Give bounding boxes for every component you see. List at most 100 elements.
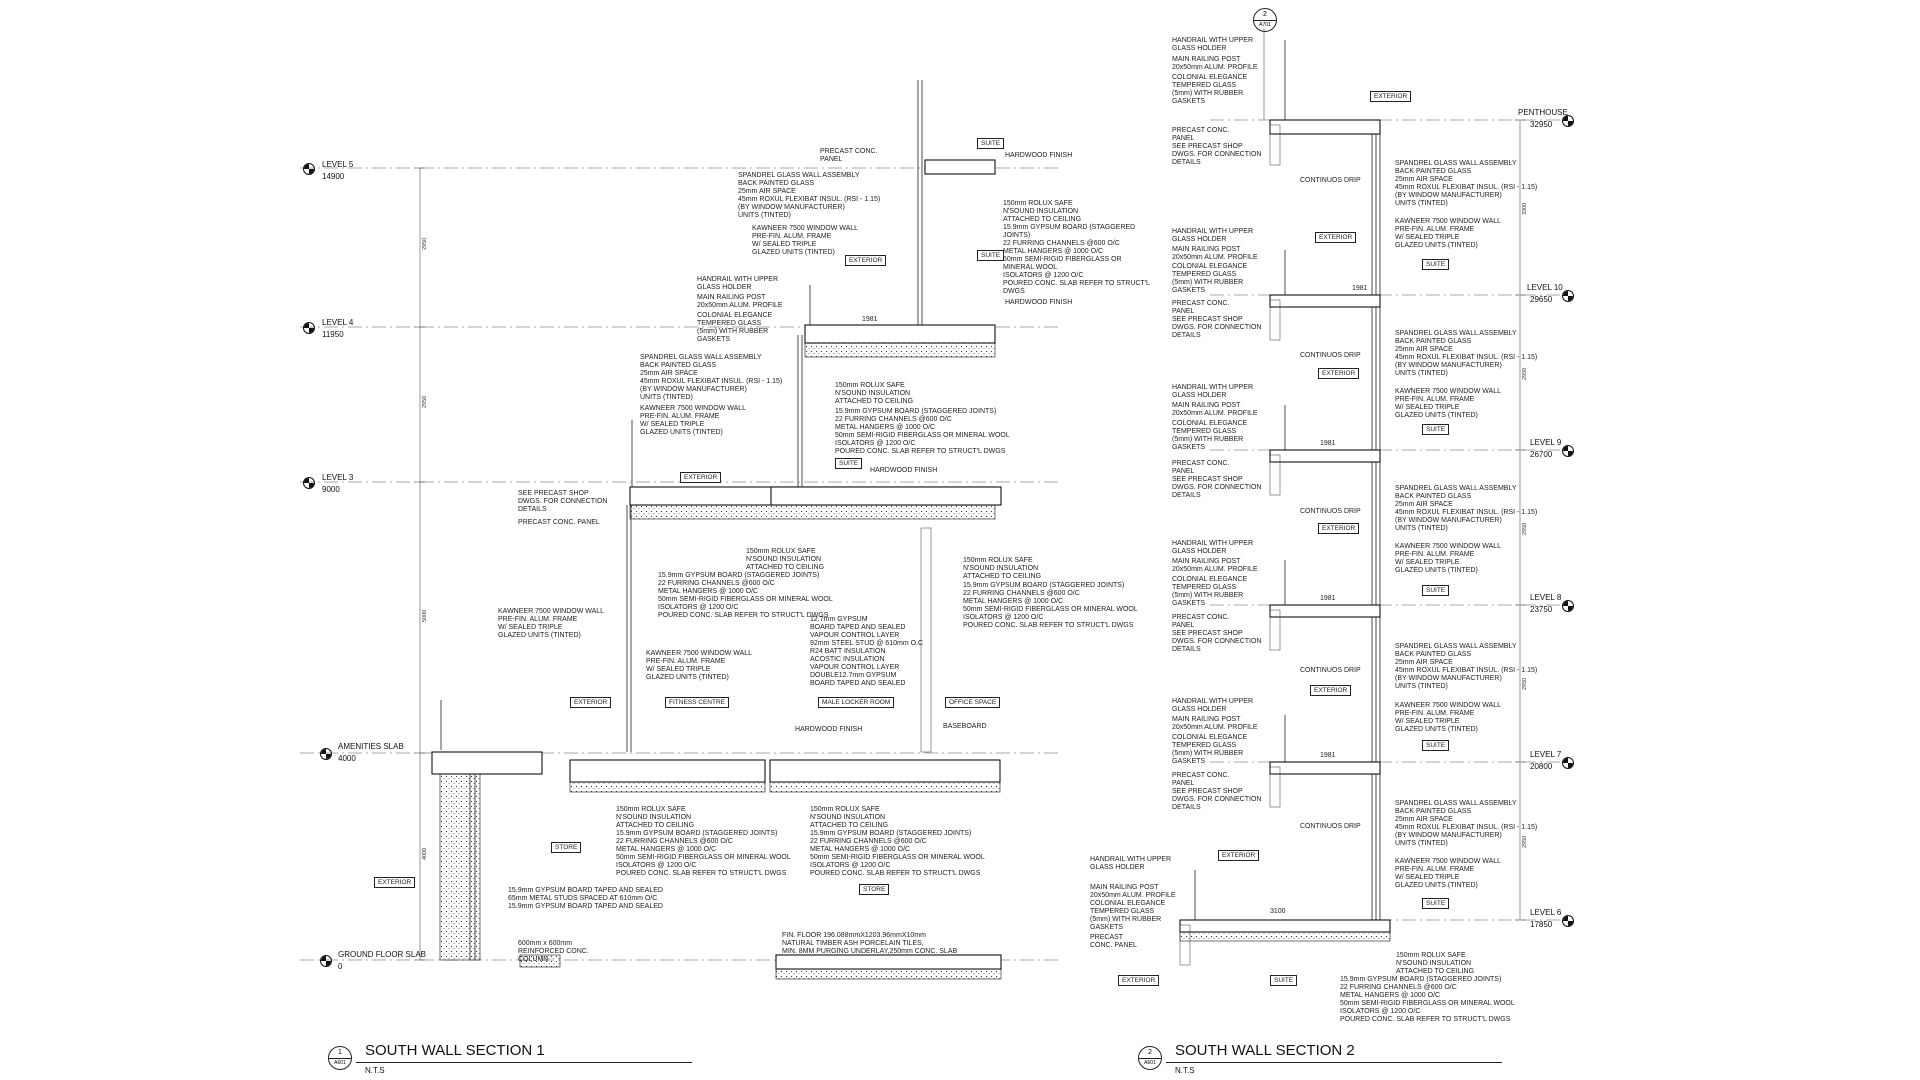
note-precast-panel: PRECAST CONC. PANEL [820,148,878,163]
note-drip: CONTINUOS DRIP [1300,352,1361,359]
note-gypsum: 15.9mm GYPSUM BOARD (STAGGERED JOINTS) 2… [1003,224,1150,295]
level-name: LEVEL 10 [1527,283,1563,292]
note-railing-post: MAIN RAILING POST 20x50mm ALUM. PROFILE [1172,56,1258,71]
note-precast-panel: PRECAST CONC. PANEL [1172,300,1230,315]
note-see-precast: SEE PRECAST SHOP DWGS. FOR CONNECTION DE… [1172,630,1262,653]
svg-text:2950: 2950 [422,396,428,408]
note-colonial: COLONIAL ELEGANCE TEMPERED GLASS (5mm) W… [1172,734,1248,765]
note-partition: 12.7mm GYPSUM BOARD TAPED AND SEALED VAP… [810,616,924,687]
title-number: 1 [329,1047,351,1059]
level-marker-icon [1562,757,1574,769]
level-name: PENTHOUSE [1518,108,1568,117]
title-sheet: A601 [1144,1060,1156,1066]
note-precast-panel: PRECAST CONC. PANEL [1172,772,1230,787]
note-railing-post: MAIN RAILING POST 20x50mm ALUM. PROFILE [697,294,783,309]
level-marker-icon [303,322,315,334]
room-tag: EXTERIOR [680,472,722,483]
title-number: 2 [1139,1047,1161,1059]
note-ceiling: 150mm ROLUX SAFE N'SOUND INSULATION ATTA… [1003,200,1082,223]
section-scale: N.T.S [1175,1066,1195,1075]
marker-number: 2 [1254,9,1276,21]
level-marker-icon [1562,445,1574,457]
note-gypsum: 15.9mm GYPSUM BOARD (STAGGERED JOINTS) 2… [616,830,791,877]
level-marker-icon [303,163,315,175]
room-tag: EXTERIOR [845,255,887,266]
note-precast-panel: PRECAST CONC. PANEL [1172,127,1230,142]
note-floor-finish: FIN. FLOOR 196.088mmX1203.96mmX10mm NATU… [782,932,958,955]
note-handrail: HANDRAIL WITH UPPER GLASS HOLDER [1172,37,1254,52]
room-tag: STORE [859,884,890,895]
level-elevation: 26700 [1530,450,1553,459]
note-railing-post: MAIN RAILING POST 20x50mm ALUM. PROFILE [1172,716,1258,731]
level-elevation: 14900 [322,172,345,181]
title-marker-icon: 1 A601 [328,1046,352,1070]
title-underline [356,1062,692,1063]
title-sheet: A601 [334,1060,346,1066]
note-handrail: HANDRAIL WITH UPPER GLASS HOLDER [1172,698,1254,713]
note-ceiling: 150mm ROLUX SAFE N'SOUND INSULATION ATTA… [963,557,1042,580]
svg-text:5000: 5000 [422,610,428,622]
title-underline [1166,1062,1502,1063]
svg-text:2950: 2950 [422,238,428,250]
level-marker-icon [1562,290,1574,302]
level-elevation: 4000 [338,754,356,763]
note-drip: CONTINUOS DRIP [1300,823,1361,830]
room-tag: SUITE [1270,975,1298,986]
finish-label: HARDWOOD FINISH [795,726,863,733]
level-name: AMENITIES SLAB [338,742,404,751]
note-railing-post: MAIN RAILING POST 20x50mm ALUM. PROFILE [1172,246,1258,261]
dim-label: 3100 [1270,908,1286,915]
room-tag: EXTERIOR [1218,850,1260,861]
level-name: LEVEL 6 [1530,908,1562,917]
room-tag: EXTERIOR [1370,91,1412,102]
dim-label: 1981 [1320,752,1336,759]
room-tag: OFFICE SPACE [945,697,1001,708]
note-spandrel: SPANDREL GLASS WALL ASSEMBLY BACK PAINTE… [1395,160,1538,207]
note-gypsum: 15.9mm GYPSUM BOARD (STAGGERED JOINTS) 2… [810,830,985,877]
room-tag: SUITE [1422,898,1450,909]
title-marker-icon: 2 A601 [1138,1046,1162,1070]
section-title: SOUTH WALL SECTION 1 [365,1042,545,1059]
note-kawneer: KAWNEER 7500 WINDOW WALL PRE-FIN. ALUM. … [646,650,753,681]
note-spandrel: SPANDREL GLASS WALL ASSEMBLY BACK PAINTE… [640,354,783,401]
svg-text:2950: 2950 [1522,678,1528,690]
level-name: GROUND FLOOR SLAB [338,950,427,959]
note-see-precast: SEE PRECAST SHOP DWGS. FOR CONNECTION DE… [1172,476,1262,499]
room-tag: SUITE [1422,585,1450,596]
room-tag: SUITE [977,250,1005,261]
room-tag: MALE LOCKER ROOM [818,697,895,708]
level-elevation: 20800 [1530,762,1553,771]
level-marker-icon [1562,115,1574,127]
dim-label: 1981 [1320,595,1336,602]
finish-label: HARDWOOD FINISH [870,467,938,474]
note-spandrel: SPANDREL GLASS WALL ASSEMBLY BACK PAINTE… [1395,330,1538,377]
room-tag: EXTERIOR [570,697,612,708]
level-marker-icon [1562,915,1574,927]
level-marker-icon [320,955,332,967]
note-handrail: HANDRAIL WITH UPPER GLASS HOLDER [1172,228,1254,243]
room-tag: EXTERIOR [1318,368,1360,379]
level-elevation: 17850 [1530,920,1553,929]
room-tag: SUITE [1422,424,1450,435]
level-marker-icon [1562,600,1574,612]
section-marker-icon: 2 A701 [1253,8,1277,32]
note-colonial: COLONIAL ELEGANCE TEMPERED GLASS (5mm) W… [1172,74,1248,105]
note-handrail: HANDRAIL WITH UPPER GLASS HOLDER [1172,540,1254,555]
level-elevation: 0 [338,962,343,971]
dim-label: 1981 [862,316,878,323]
note-gypsum: 15.9mm GYPSUM BOARD (STAGGERED JOINTS) 2… [963,582,1138,629]
note-kawneer: KAWNEER 7500 WINDOW WALL PRE-FIN. ALUM. … [498,608,605,639]
note-kawneer: KAWNEER 7500 WINDOW WALL PRE-FIN. ALUM. … [752,225,859,256]
note-railing-post: MAIN RAILING POST 20x50mm ALUM. PROFILE [1090,884,1176,899]
note-see-precast: SEE PRECAST SHOP DWGS. FOR CONNECTION DE… [1172,143,1262,166]
note-handrail: HANDRAIL WITH UPPER GLASS HOLDER [1090,856,1172,871]
svg-text:2950: 2950 [1522,368,1528,380]
room-tag: SUITE [977,138,1005,149]
room-tag: SUITE [835,458,863,469]
level-elevation: 9000 [322,485,340,494]
note-kawneer: KAWNEER 7500 WINDOW WALL PRE-FIN. ALUM. … [1395,388,1502,419]
note-handrail: HANDRAIL WITH UPPER GLASS HOLDER [697,276,779,291]
room-tag: SUITE [1422,259,1450,270]
note-precast-conc-panel: PRECAST CONC. PANEL [518,519,600,526]
